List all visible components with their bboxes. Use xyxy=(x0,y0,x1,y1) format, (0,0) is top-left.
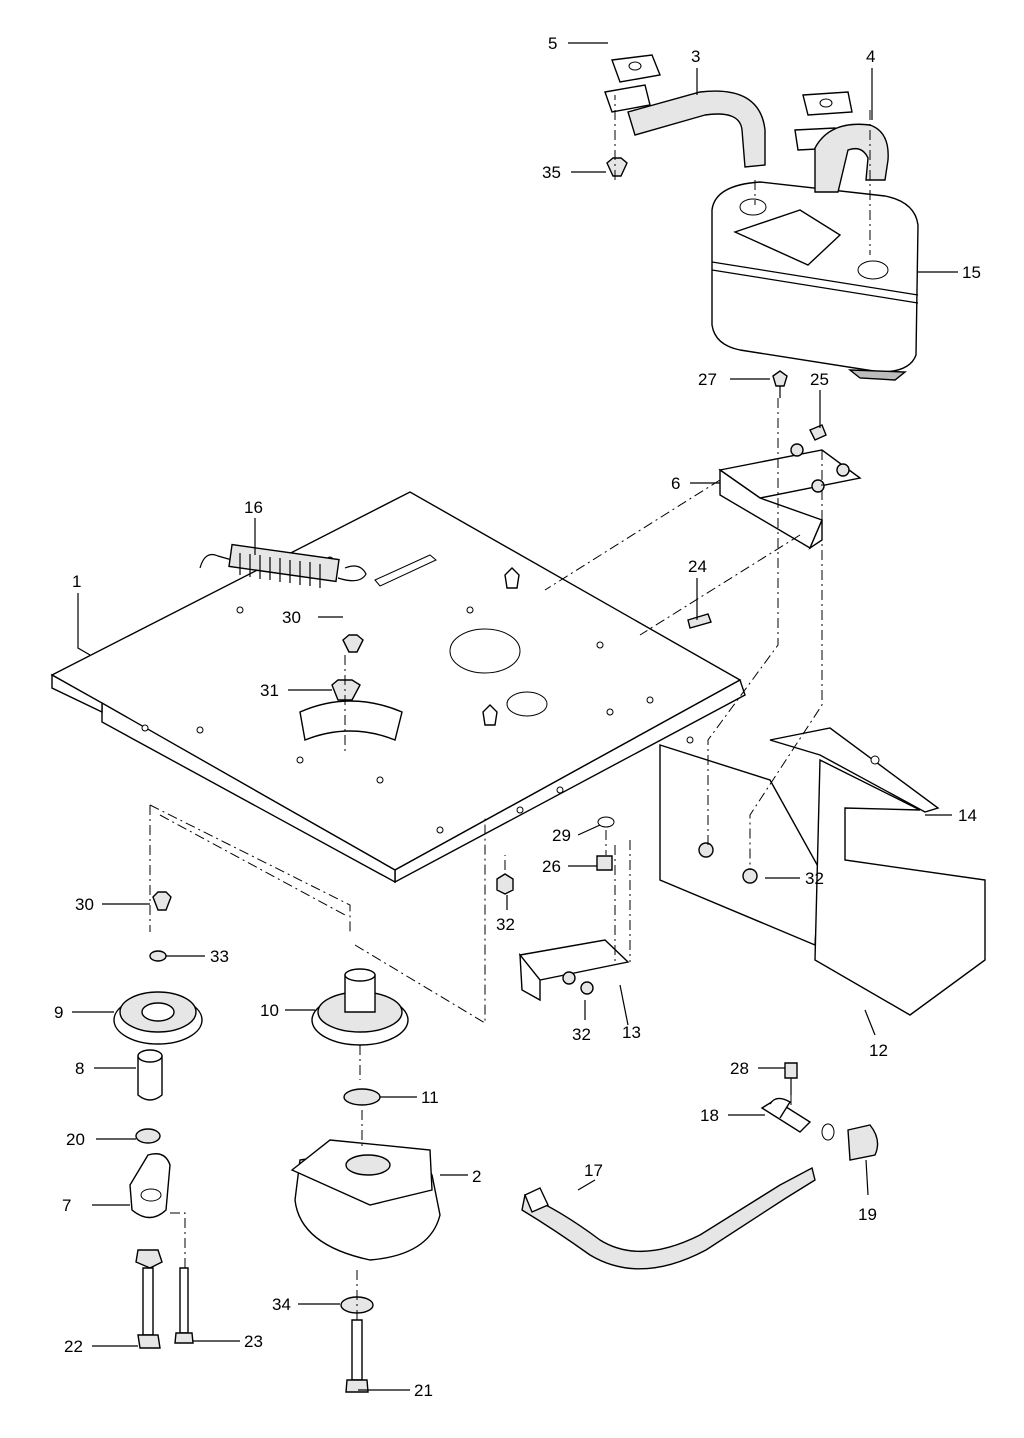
callout-10: 10 xyxy=(260,1001,279,1020)
callout-18: 18 xyxy=(700,1106,719,1125)
hex-nut-35 xyxy=(606,157,628,177)
callout-11: 11 xyxy=(421,1088,439,1107)
callout-2: 2 xyxy=(472,1167,481,1186)
callout-32-bracket: 32 xyxy=(572,1025,591,1044)
idler-assembly xyxy=(113,891,203,1349)
callout-23: 23 xyxy=(244,1332,263,1351)
callout-31: 31 xyxy=(260,681,279,700)
clutch-assembly xyxy=(290,968,441,1393)
exhaust-pipe-left xyxy=(604,54,766,168)
callout-30-bottom: 30 xyxy=(75,895,94,914)
callout-27: 27 xyxy=(698,370,717,389)
heat-shield xyxy=(659,727,986,1016)
plate-hardware xyxy=(331,613,712,895)
callout-29: 29 xyxy=(552,826,571,845)
callout-26: 26 xyxy=(542,857,561,876)
callout-12: 12 xyxy=(869,1041,888,1060)
mounting-plate xyxy=(50,491,746,884)
callout-19: 19 xyxy=(858,1205,877,1224)
callout-15: 15 xyxy=(962,263,981,282)
callout-16: 16 xyxy=(244,498,263,517)
callout-20: 20 xyxy=(66,1130,85,1149)
exhaust-pipe-right xyxy=(794,91,889,193)
callout-5: 5 xyxy=(548,34,557,53)
callout-33: 33 xyxy=(210,947,229,966)
exhaust-tube xyxy=(521,1062,879,1270)
tension-spring xyxy=(199,543,367,588)
callout-7: 7 xyxy=(62,1196,71,1215)
callout-22: 22 xyxy=(64,1337,83,1356)
callout-32-shield: 32 xyxy=(805,869,824,888)
callout-32-plate: 32 xyxy=(496,915,515,934)
callout-14: 14 xyxy=(958,806,977,825)
leader-lines xyxy=(72,42,958,1391)
callout-3: 3 xyxy=(691,47,700,66)
callout-13: 13 xyxy=(622,1023,641,1042)
callout-25: 25 xyxy=(810,370,829,389)
callout-labels: 1 2 3 4 5 6 7 8 9 10 11 12 13 14 15 16 1… xyxy=(54,34,981,1400)
callout-17: 17 xyxy=(584,1161,603,1180)
callout-6: 6 xyxy=(671,474,680,493)
callout-35: 35 xyxy=(542,163,561,182)
assembly-lines xyxy=(149,95,871,1320)
callout-9: 9 xyxy=(54,1003,63,1022)
muffler-bracket xyxy=(718,370,862,550)
callout-28: 28 xyxy=(730,1059,749,1078)
callout-24: 24 xyxy=(688,557,707,576)
callout-21: 21 xyxy=(414,1381,433,1400)
callout-8: 8 xyxy=(75,1059,84,1078)
support-bracket xyxy=(518,939,630,1002)
muffler xyxy=(711,181,919,381)
callout-4: 4 xyxy=(866,47,875,66)
callout-1: 1 xyxy=(72,572,81,591)
callout-34: 34 xyxy=(272,1295,291,1314)
callout-30-top: 30 xyxy=(282,608,301,627)
